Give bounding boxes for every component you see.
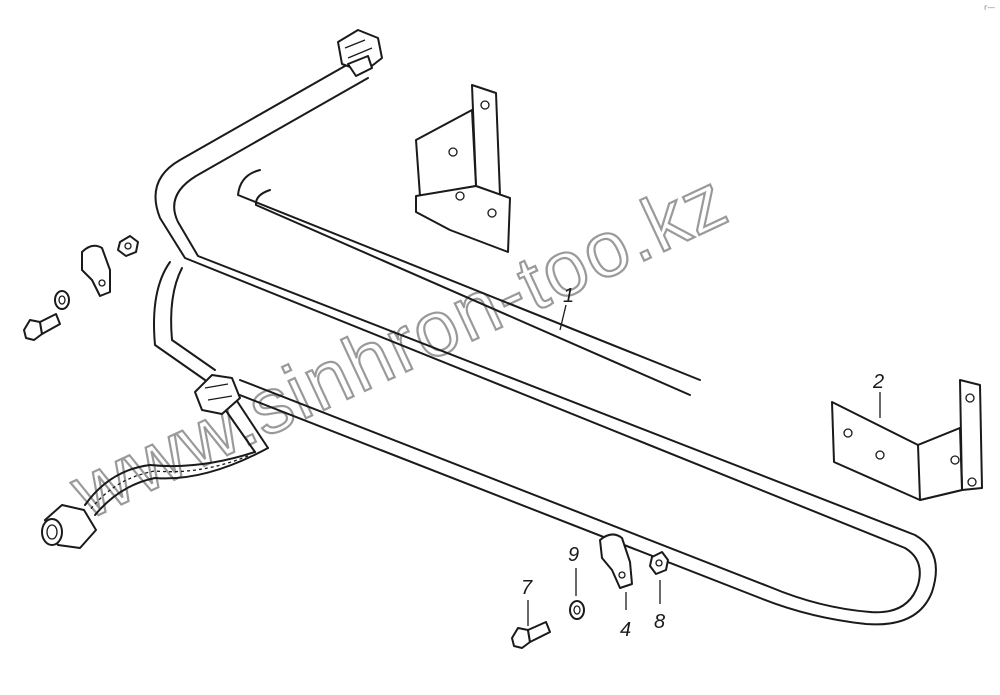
label-part-7: 7 (521, 577, 533, 599)
left-fastener-group (23, 235, 139, 341)
flexible-hose (84, 447, 269, 516)
bottom-fastener-group (511, 533, 669, 649)
hose-end-nut (41, 504, 97, 549)
label-part-4: 4 (620, 619, 631, 641)
bracket-right (831, 379, 983, 501)
leader-lines (527, 304, 881, 626)
upper-nut (337, 29, 383, 77)
pipe-assembly (153, 61, 937, 626)
label-part-8: 8 (654, 611, 665, 633)
corner-mark: r— (984, 3, 995, 12)
bracket-upper (415, 84, 511, 253)
label-part-1: 1 (563, 285, 574, 307)
label-part-9: 9 (568, 544, 579, 566)
label-part-2: 2 (872, 371, 884, 393)
lower-nut (194, 374, 241, 415)
